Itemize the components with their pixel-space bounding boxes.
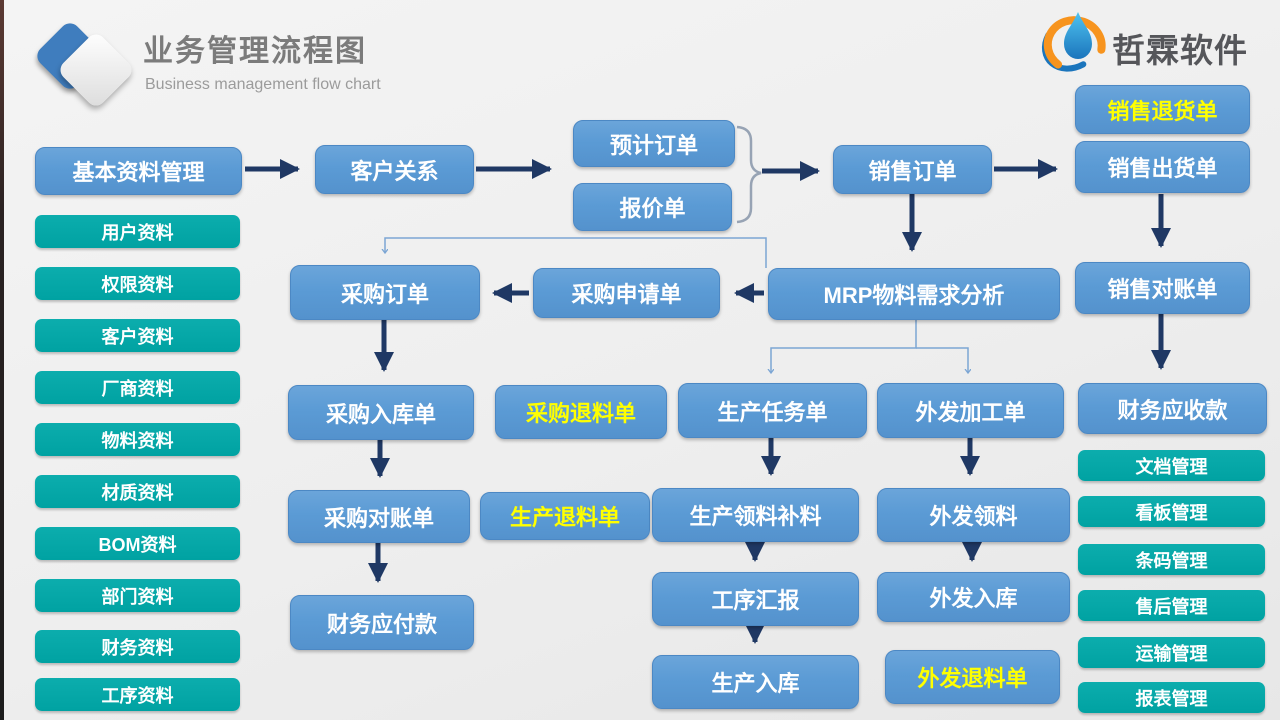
sidebar-left-item-finance-data: 财务资料 [35,630,240,663]
flow-node-sales-return: 销售退货单 [1075,85,1250,134]
sidebar-right-item-report-mgmt: 报表管理 [1078,682,1265,713]
flow-node-finance-payable: 财务应付款 [290,595,474,650]
flow-node-quotation: 报价单 [573,183,732,231]
flow-node-production-picking: 生产领料补料 [652,488,859,542]
flow-node-purchase-request: 采购申请单 [533,268,720,318]
flow-node-production-return: 生产退料单 [480,492,650,540]
sidebar-right-item-kanban-mgmt: 看板管理 [1078,496,1265,527]
sidebar-left-item-permission-data: 权限资料 [35,267,240,300]
sidebar-left-item-bom-data: BOM资料 [35,527,240,560]
flow-node-outsourcing-order: 外发加工单 [877,383,1064,438]
page-subtitle: Business management flow chart [145,76,381,93]
flow-node-sales-statement: 销售对账单 [1075,262,1250,314]
flow-node-mrp: MRP物料需求分析 [768,268,1060,320]
brand-name: 哲霖软件 [1112,32,1248,69]
flow-node-production-task: 生产任务单 [678,383,867,438]
sidebar-right-item-aftersales-mgmt: 售后管理 [1078,590,1265,621]
sidebar-left-item-vendor-data: 厂商资料 [35,371,240,404]
flow-node-purchase-return: 采购退料单 [495,385,667,439]
sidebar-left-item-process-data: 工序资料 [35,678,240,711]
sidebar-left-item-user-data: 用户资料 [35,215,240,248]
flow-node-process-report: 工序汇报 [652,572,859,626]
flow-node-forecast-order: 预计订单 [573,120,735,167]
sidebar-left-item-texture-data: 材质资料 [35,475,240,508]
left-edge-strip [0,0,4,720]
flow-node-outsourcing-picking: 外发领料 [877,488,1070,542]
sidebar-left-item-department-data: 部门资料 [35,579,240,612]
flow-node-basic-data: 基本资料管理 [35,147,242,195]
sidebar-right-item-barcode-mgmt: 条码管理 [1078,544,1265,575]
sidebar-left-item-material-data: 物料资料 [35,423,240,456]
page-title: 业务管理流程图 [143,35,367,68]
brace-shape [736,125,762,224]
flow-node-purchase-order: 采购订单 [290,265,480,320]
flow-node-production-receipt: 生产入库 [652,655,859,709]
flow-node-purchase-statement: 采购对账单 [288,490,470,543]
brand-waterdrop-icon [1041,12,1106,72]
sidebar-right-item-document-mgmt: 文档管理 [1078,450,1265,481]
flow-node-sales-shipment: 销售出货单 [1075,141,1250,193]
flow-node-outsourcing-receipt: 外发入库 [877,572,1070,622]
flow-node-finance-receivable: 财务应收款 [1078,383,1267,434]
flow-node-outsourcing-return: 外发退料单 [885,650,1060,704]
flow-node-purchase-receipt: 采购入库单 [288,385,474,440]
flow-node-customer-relation: 客户关系 [315,145,474,194]
sidebar-right-item-transport-mgmt: 运输管理 [1078,637,1265,668]
flow-node-sales-order: 销售订单 [833,145,992,194]
sidebar-left-item-customer-data: 客户资料 [35,319,240,352]
